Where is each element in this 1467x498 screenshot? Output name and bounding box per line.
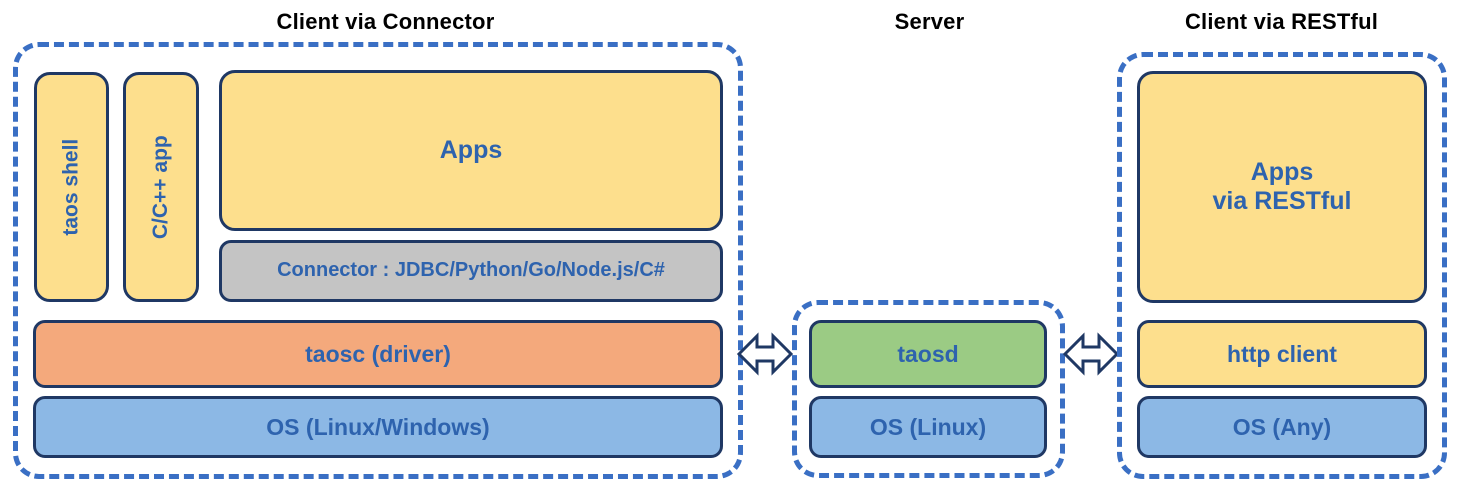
box-cpp-app-label: C/C++ app — [148, 135, 172, 239]
panel-title-server: Server — [894, 9, 965, 34]
box-taos-shell[interactable]: taos shell — [34, 72, 109, 302]
group-client-restful — [1117, 52, 1447, 479]
box-apps-connector[interactable]: Apps — [219, 70, 723, 231]
box-cpp-app[interactable]: C/C++ app — [123, 72, 199, 302]
group-server — [792, 300, 1065, 478]
box-os-linux-label: OS (Linux) — [869, 413, 987, 440]
panel-title-client-connector: Client via Connector — [276, 9, 495, 34]
box-http-client[interactable]: http client — [1137, 320, 1427, 388]
box-connector-list[interactable]: Connector : JDBC/Python/Go/Node.js/C# — [219, 240, 723, 302]
box-taosd[interactable]: taosd — [809, 320, 1047, 388]
box-taosc-driver[interactable]: taosc (driver) — [33, 320, 723, 388]
box-taos-shell-label: taos shell — [59, 138, 83, 236]
panel-title-client-restful: Client via RESTful — [1184, 9, 1379, 34]
box-http-client-label: http client — [1227, 340, 1337, 367]
box-os-any[interactable]: OS (Any) — [1137, 396, 1427, 458]
box-os-linux[interactable]: OS (Linux) — [809, 396, 1047, 458]
bidirectional-arrow-icon-right — [1062, 327, 1120, 381]
box-os-any-label: OS (Any) — [1232, 413, 1332, 440]
box-os-linux-windows-label: OS (Linux/Windows) — [266, 413, 490, 440]
box-apps-via-restful[interactable]: Apps via RESTful — [1137, 71, 1427, 303]
box-taosd-label: taosd — [897, 340, 959, 367]
bidirectional-arrow-icon-left — [736, 327, 794, 381]
box-apps-connector-label: Apps — [439, 136, 503, 164]
box-apps-via-restful-label-line2: via RESTful — [1212, 187, 1352, 215]
box-connector-list-label: Connector : JDBC/Python/Go/Node.js/C# — [277, 259, 665, 282]
box-taosc-driver-label: taosc (driver) — [305, 340, 451, 367]
box-os-linux-windows[interactable]: OS (Linux/Windows) — [33, 396, 723, 458]
group-client-connector — [13, 42, 743, 479]
box-apps-via-restful-label-line1: Apps — [1250, 158, 1314, 186]
